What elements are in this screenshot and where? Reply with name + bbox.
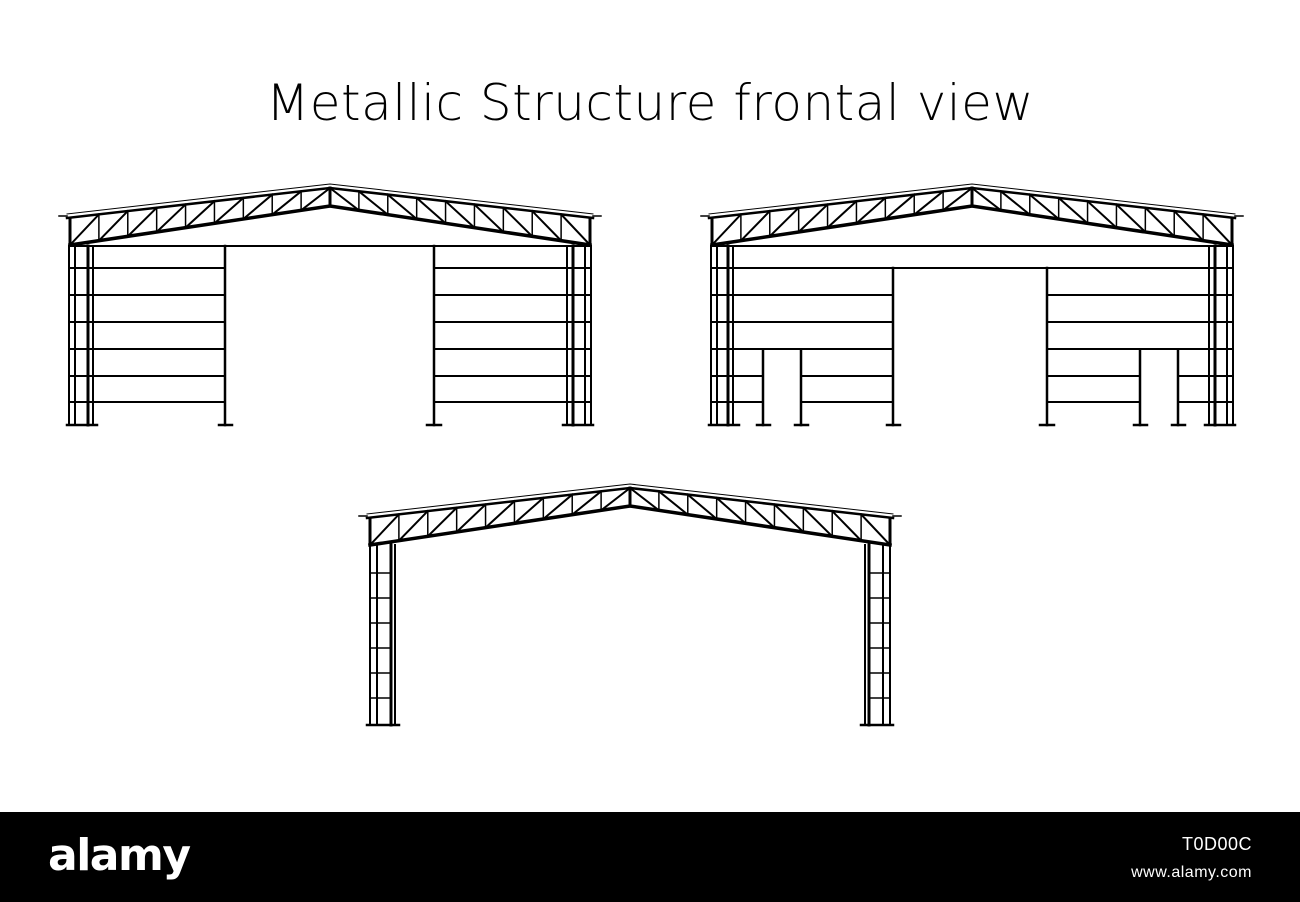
opening-jambs (885, 266, 1056, 427)
column-right (1203, 244, 1237, 427)
truss-diagonal (883, 193, 916, 221)
truss-webs (68, 186, 592, 247)
footer-bar: alamy T0D00C www.alamy.com (0, 812, 1300, 902)
truss-diagonal (270, 189, 303, 217)
column-left (365, 543, 401, 727)
truss-diagonal (599, 486, 632, 512)
truss-diagonal (1057, 196, 1089, 225)
truss-diagonal (941, 186, 974, 212)
truss-diagonal (473, 203, 505, 234)
wall-rails (710, 294, 1234, 403)
column-right (561, 244, 595, 427)
truss-diagonal (501, 206, 534, 238)
truss-diagonal (426, 506, 459, 538)
site-url: www.alamy.com (1131, 864, 1252, 881)
truss-top-chord-outer (708, 183, 1236, 215)
truss-diagonal (126, 206, 159, 238)
column-left (65, 244, 99, 427)
truss-diagonal (328, 186, 361, 212)
truss-diagonal (444, 199, 476, 230)
truss-diagonal (830, 509, 863, 543)
truss-top-chord-outer (366, 483, 894, 515)
truss-diagonal (155, 203, 187, 234)
door-jambs (755, 348, 1187, 427)
truss-diagonal (397, 509, 430, 543)
page-title: Metallic Structure frontal view (266, 74, 1034, 132)
truss-diagonal (1172, 209, 1205, 243)
truss-diagonal (1028, 193, 1061, 221)
wall-rails (68, 267, 592, 403)
truss-diagonal (1086, 199, 1118, 230)
image-id: T0D00C (1181, 834, 1252, 854)
opening-jambs (217, 244, 443, 427)
drawing-area: Metallic Structure frontal view (58, 74, 1244, 727)
truss-diagonal (859, 512, 892, 547)
truss-diagonal (368, 512, 401, 547)
truss-diagonal (97, 209, 130, 243)
column-right (859, 543, 895, 727)
truss-diagonal (744, 499, 776, 530)
truss-diagonal (1115, 203, 1147, 234)
roof-truss (358, 483, 902, 547)
truss-bottom-chord (710, 204, 1234, 247)
truss-diagonal (541, 493, 574, 521)
truss-diagonal (657, 489, 690, 517)
truss-diagonal (1201, 212, 1234, 247)
truss-diagonal (970, 186, 1003, 212)
roof-truss (700, 183, 1244, 247)
truss-diagonal (739, 209, 772, 243)
column-left (707, 244, 741, 427)
truss-diagonal (184, 199, 216, 230)
truss-diagonal (415, 196, 447, 225)
truss-diagonal (797, 203, 829, 234)
truss-diagonal (628, 486, 661, 512)
truss-diagonal (912, 189, 945, 217)
truss-diagonal (1143, 206, 1176, 238)
truss-bottom-chord (368, 504, 892, 547)
truss-top-chord-outer (66, 183, 594, 215)
truss-diagonal (513, 496, 545, 525)
truss-diagonal (710, 212, 743, 247)
truss-diagonal (855, 196, 887, 225)
truss-diagonal (999, 189, 1032, 217)
truss-diagonal (570, 489, 603, 517)
truss-webs (368, 486, 892, 547)
truss-webs (710, 186, 1234, 247)
truss-diagonal (241, 193, 274, 221)
truss-diagonal (801, 506, 834, 538)
truss-diagonal (455, 503, 487, 534)
truss-diagonal (715, 496, 747, 525)
truss-bottom-chord (68, 204, 592, 247)
truss-diagonal (686, 493, 719, 521)
truss-diagonal (826, 199, 858, 230)
roof-truss (58, 183, 602, 247)
truss-diagonal (559, 212, 592, 247)
truss-diagonal (530, 209, 563, 243)
truss-diagonal (299, 186, 332, 212)
truss-diagonal (213, 196, 245, 225)
clad-frame-single-opening (58, 183, 602, 427)
truss-diagonal (68, 212, 101, 247)
truss-diagonal (386, 193, 419, 221)
truss-diagonal (484, 499, 516, 530)
truss-diagonal (773, 503, 805, 534)
bare-portal-frame (358, 483, 902, 727)
brand-logo: alamy (48, 830, 191, 881)
clad-frame-with-doors (700, 183, 1244, 427)
truss-diagonal (768, 206, 801, 238)
truss-diagonal (357, 189, 390, 217)
